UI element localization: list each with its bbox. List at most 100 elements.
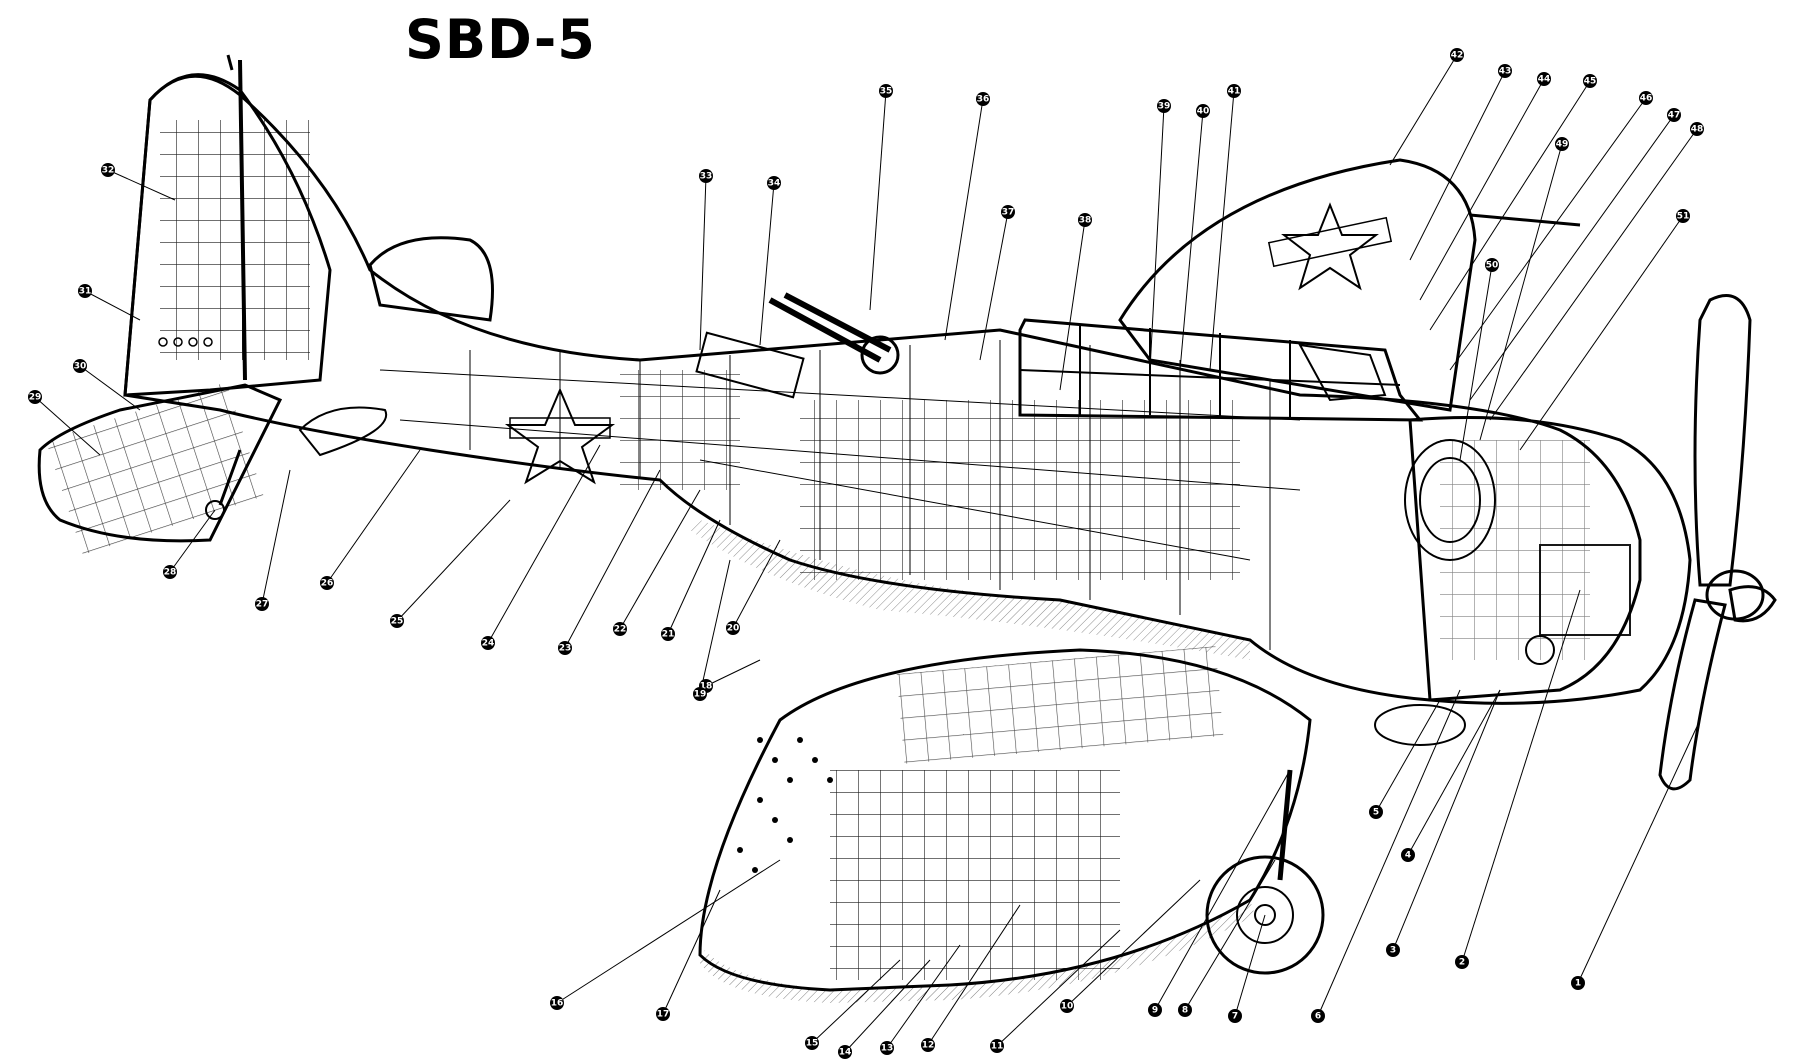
callout-dot — [163, 565, 177, 579]
callout-marker-6: 6 — [1311, 1009, 1325, 1023]
callout-dot — [1369, 805, 1383, 819]
callout-dot — [1676, 209, 1690, 223]
callout-number: 16 — [551, 999, 564, 1009]
vertical-tail — [123, 54, 332, 397]
callout-dot — [1571, 976, 1585, 990]
propeller — [1658, 294, 1777, 791]
callout-marker-29: 29 — [28, 390, 42, 404]
callout-dot — [693, 687, 707, 701]
callout-leader-lines — [34, 54, 1701, 1053]
callout-dot — [1455, 955, 1469, 969]
callout-number: 7 — [1232, 1012, 1238, 1022]
callout-dot — [726, 621, 740, 635]
callout-number: 23 — [559, 644, 572, 654]
callout-number: 1 — [1575, 979, 1581, 989]
callout-number: 11 — [991, 1042, 1004, 1052]
callout-leader-32 — [107, 169, 176, 201]
callout-leader-11 — [996, 929, 1121, 1047]
callout-dot — [1667, 108, 1681, 122]
callout-marker-44: 44 — [1537, 72, 1551, 86]
callout-marker-40: 40 — [1196, 104, 1210, 118]
callout-dot — [1498, 64, 1512, 78]
callout-leader-16 — [556, 859, 781, 1004]
starboard-wing — [1118, 158, 1581, 412]
callout-leader-27 — [261, 469, 291, 605]
callout-number: 12 — [922, 1041, 935, 1051]
callout-number: 17 — [657, 1010, 670, 1020]
callout-marker-30: 30 — [73, 359, 87, 373]
callout-number: 44 — [1538, 75, 1551, 85]
callout-leader-3 — [1392, 689, 1501, 951]
callout-number: 29 — [29, 393, 42, 403]
callout-leader-15 — [811, 959, 901, 1044]
callout-marker-5: 5 — [1369, 805, 1383, 819]
callout-number: 35 — [880, 87, 893, 97]
callout-leader-30 — [79, 365, 141, 411]
callout-marker-8: 8 — [1178, 1003, 1192, 1017]
callout-number: 32 — [102, 166, 115, 176]
callout-number: 39 — [1158, 102, 1171, 112]
callout-marker-47: 47 — [1667, 108, 1681, 122]
callout-leader-41 — [1209, 90, 1235, 371]
callout-dot — [613, 622, 627, 636]
callout-number: 18 — [700, 682, 713, 692]
callout-marker-26: 26 — [320, 576, 334, 590]
callout-marker-17: 17 — [656, 1007, 670, 1021]
callout-leader-37 — [979, 211, 1009, 361]
callout-marker-51: 51 — [1676, 209, 1690, 223]
callout-leader-4 — [1407, 689, 1501, 856]
callout-number: 27 — [256, 600, 269, 610]
callout-dot — [320, 576, 334, 590]
callout-dot — [558, 641, 572, 655]
callout-dot — [1060, 999, 1074, 1013]
callout-dot — [1537, 72, 1551, 86]
callout-leader-26 — [326, 449, 421, 584]
callout-number: 33 — [700, 172, 713, 182]
main-landing-gear — [1205, 704, 1466, 975]
callout-number: 15 — [806, 1039, 819, 1049]
port-wing — [698, 646, 1312, 1003]
callout-number: 2 — [1459, 958, 1465, 968]
callout-marker-11: 11 — [990, 1039, 1004, 1053]
callout-dot — [661, 627, 675, 641]
callout-leader-23 — [564, 469, 661, 649]
callout-marker-46: 46 — [1639, 91, 1653, 105]
callout-dot — [1485, 258, 1499, 272]
callout-leader-2 — [1461, 589, 1581, 963]
callout-dot — [1227, 84, 1241, 98]
callout-leader-1 — [1577, 719, 1701, 984]
callout-number: 24 — [482, 639, 495, 649]
callout-number: 40 — [1197, 107, 1210, 117]
callout-number: 28 — [164, 568, 177, 578]
callout-marker-9: 9 — [1148, 1003, 1162, 1017]
callout-marker-37: 37 — [1001, 205, 1015, 219]
rear-twin-machine-guns — [695, 292, 900, 399]
callout-marker-21: 21 — [661, 627, 675, 641]
engine-cowling — [1404, 416, 1692, 705]
callout-dot — [1583, 74, 1597, 88]
callout-leader-42 — [1389, 54, 1458, 166]
callout-marker-12: 12 — [921, 1038, 935, 1052]
callout-dot — [699, 169, 713, 183]
callout-dot — [767, 176, 781, 190]
callout-leader-39 — [1149, 105, 1165, 371]
callout-marker-24: 24 — [481, 636, 495, 650]
callout-dot — [805, 1036, 819, 1050]
callout-number: 22 — [614, 625, 627, 635]
callout-dot — [1001, 205, 1015, 219]
callout-marker-7: 7 — [1228, 1009, 1242, 1023]
callout-leader-48 — [1489, 128, 1698, 421]
callout-number: 10 — [1061, 1002, 1074, 1012]
callout-marker-3: 3 — [1386, 943, 1400, 957]
callout-leader-9 — [1154, 769, 1291, 1011]
callout-leader-46 — [1449, 97, 1647, 371]
callout-number: 25 — [391, 617, 404, 627]
callout-number: 14 — [839, 1048, 852, 1058]
callout-number: 34 — [768, 179, 781, 189]
callout-marker-39: 39 — [1157, 99, 1171, 113]
callout-leader-40 — [1179, 110, 1204, 371]
callout-leader-22 — [619, 489, 701, 630]
callout-marker-1: 1 — [1571, 976, 1585, 990]
callout-dot — [550, 996, 564, 1010]
callout-number: 37 — [1002, 208, 1015, 218]
